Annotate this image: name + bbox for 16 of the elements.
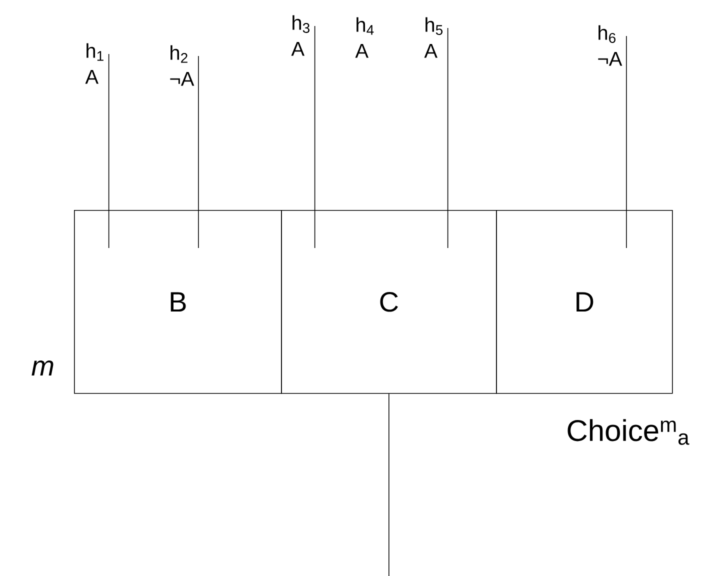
box: B [74,210,282,394]
box: C [281,210,497,394]
hypothesis-label: h$_{5}$ A [424,17,443,58]
hypothesis-label: h$_{2}$ ¬A [170,45,194,86]
line [198,56,199,248]
line [626,36,627,248]
line [108,54,110,248]
hypothesis-label: h$_{1}$ A [85,43,104,84]
set-label: Choice$^{m}$a [568,419,690,445]
line [388,393,390,576]
hypothesis-label: h$_{3}$ A [291,15,310,56]
hypothesis-label: h$_{4}$ A [355,17,374,58]
line [314,26,316,248]
box: D [496,210,673,394]
line [447,28,448,248]
hypothesis-label: h$_{6}$ ¬A [598,25,622,66]
